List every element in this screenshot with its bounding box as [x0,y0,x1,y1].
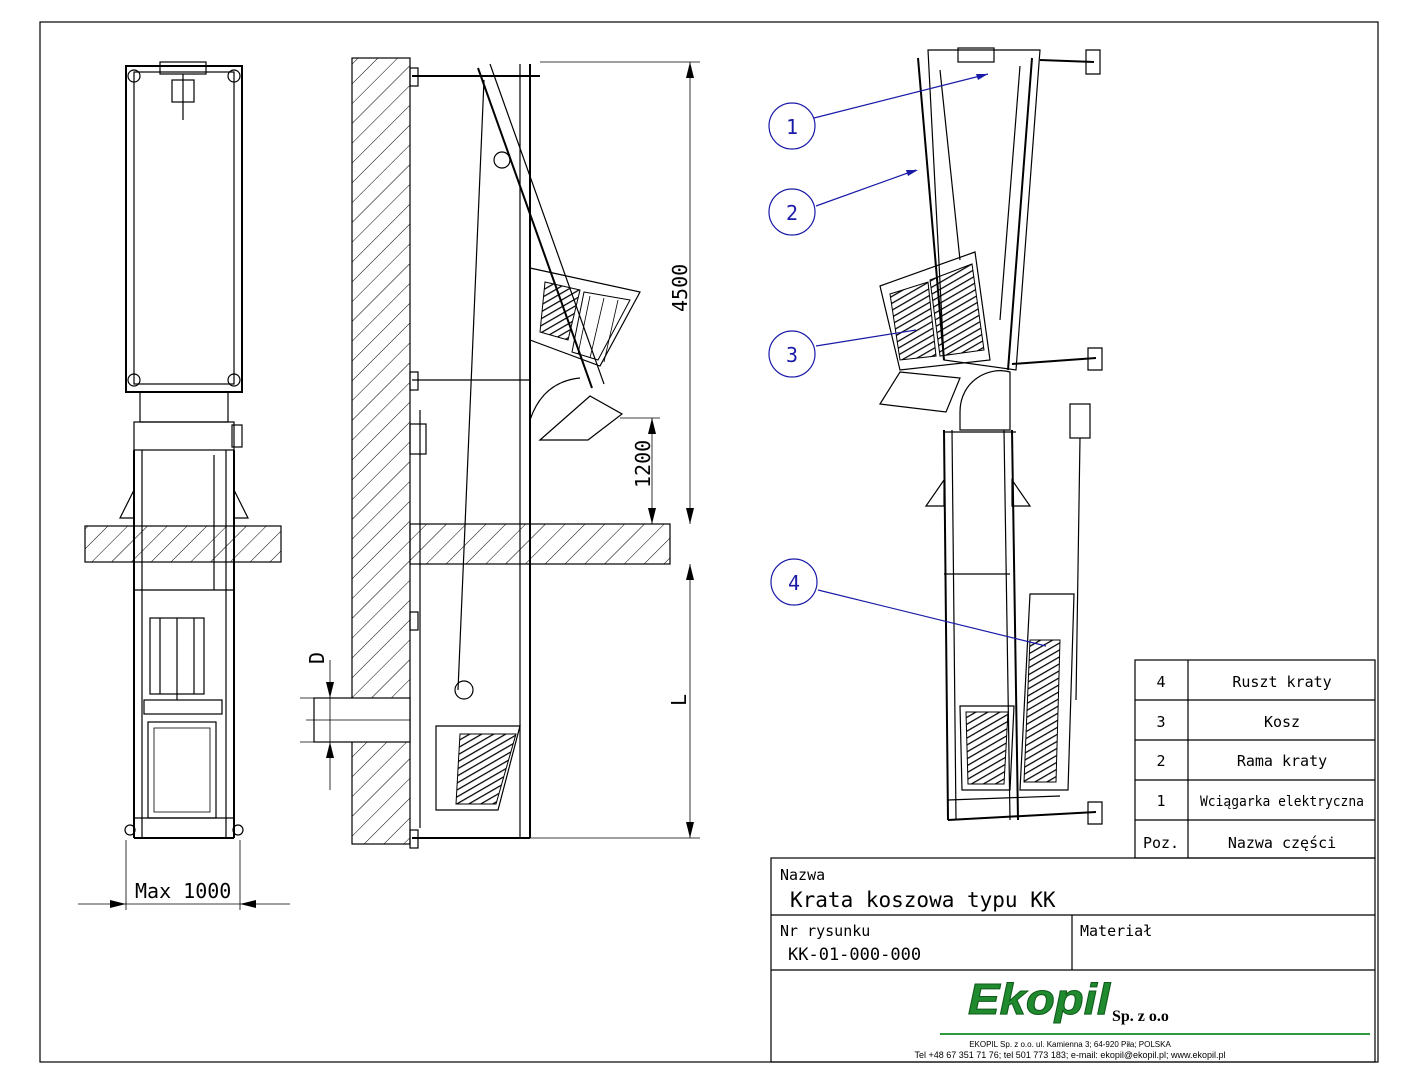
floor-slab-front [84,525,282,563]
company-suffix: Sp. z o.o [1112,1008,1169,1025]
max-width-dimension: Max 1000 [135,879,231,903]
callout-circle-4 [770,558,818,606]
height-dimension-upper: 1200 [631,440,655,488]
parts-header-pos: Poz. [1143,834,1179,852]
company-logo: Ekopil [968,975,1111,1024]
drawing-no-value: KK-01-000-000 [788,945,921,965]
title-block [770,857,1376,1063]
side-view [300,57,700,849]
callout-label-2: 2 [786,201,798,225]
parts-row-1-name: Ruszt kraty [1232,673,1331,691]
isometric-view [878,47,1103,825]
depth-dimension: D [305,652,329,664]
callout-label-4: 4 [788,571,800,595]
title-name-value: Krata koszowa typu KK [790,888,1056,912]
callout-leaders [768,73,1047,647]
parts-row-4-pos: 1 [1156,792,1165,810]
title-name-label: Nazwa [780,866,825,884]
parts-header-name: Nazwa części [1228,834,1336,852]
parts-row-3-pos: 2 [1156,752,1165,770]
length-dimension: L [667,694,691,706]
parts-table [1134,659,1376,859]
material-label: Materiał [1080,922,1152,940]
floor-slab-side [409,523,671,565]
height-dimension-total: 4500 [668,264,692,312]
parts-row-4-name: Wciągarka elektryczna [1200,794,1364,810]
callout-circle-2 [768,188,816,236]
callout-circle-1 [768,102,816,150]
company-address: EKOPIL Sp. z o.o. ul. Kamienna 3; 64-920… [969,1040,1171,1049]
callout-label-1: 1 [786,115,798,139]
parts-row-2-pos: 3 [1156,713,1165,731]
parts-row-3-name: Rama kraty [1237,752,1327,770]
callout-circle-3 [768,330,816,378]
drawing-no-label: Nr rysunku [780,922,870,940]
parts-row-1-pos: 4 [1156,673,1165,691]
company-contact: Tel +48 67 351 71 76; tel 501 773 183; e… [914,1050,1225,1060]
front-view [78,61,290,910]
callout-label-3: 3 [786,343,798,367]
sheet-border [39,21,1379,1063]
parts-row-2-name: Kosz [1264,713,1300,731]
